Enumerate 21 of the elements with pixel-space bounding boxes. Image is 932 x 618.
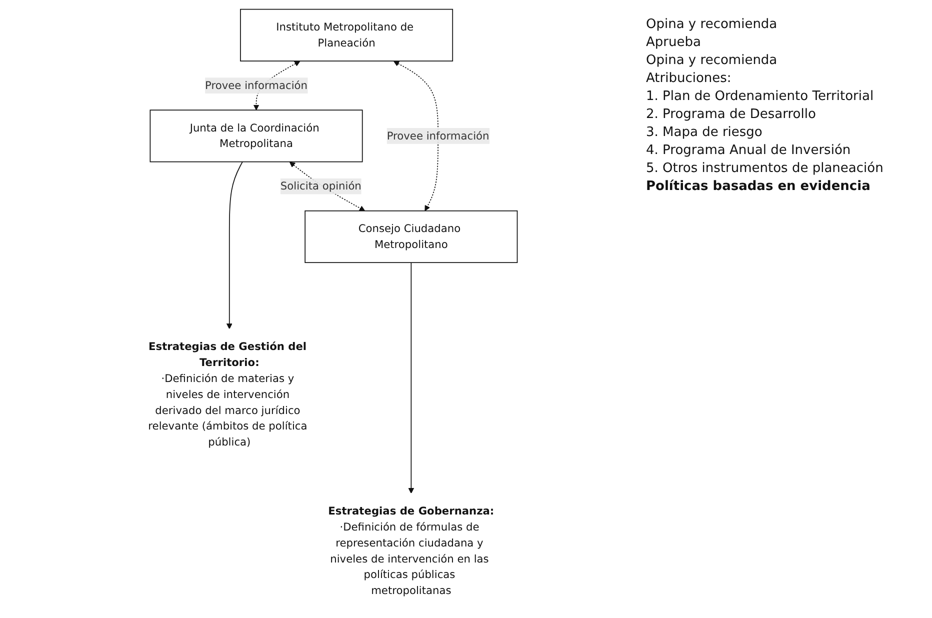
note-text: 4. Programa Anual de Inversión (646, 143, 852, 158)
arrow (393, 60, 438, 212)
node-box: Junta de la Coordinación Metropolitana (149, 110, 362, 162)
note-text: Opina y recomienda (646, 17, 778, 32)
arrow (226, 161, 243, 330)
note-text: Atribuciones: (646, 71, 732, 86)
edge-label: Provee información (204, 78, 308, 92)
arrow (408, 262, 414, 494)
edge-label: Solicita opinión (280, 180, 362, 192)
note-text: 5. Otros instrumentos de planeación (646, 161, 884, 176)
note-text: 1. Plan de Ordenamiento Territorial (646, 89, 875, 104)
note-text: Políticas basadas en evidencia (646, 179, 872, 194)
note-text: Opina y recomienda (646, 53, 778, 68)
node-box: Instituto Metropolitano de Planeación (240, 8, 453, 62)
node-box: Consejo Ciudadano Metropolitano (304, 210, 518, 263)
node-text: Estrategias de Gestión del Territorio: ·Definición de materias y niveles de intervención derivado del marco jurídico relevante (ámbitos de política pública) (148, 340, 307, 448)
edge-label: Provee información (386, 129, 489, 142)
note-text: 2. Programa de Desarrollo (646, 107, 817, 122)
note-text: Aprueba (646, 35, 702, 50)
node-text: Estrategias de Gobernanza: ·Definición de fórmulas de representación ciudadana y niveles de intervención en las políticas públicas metropolitanas (328, 504, 494, 597)
note-text: 3. Mapa de riesgo (646, 125, 764, 140)
